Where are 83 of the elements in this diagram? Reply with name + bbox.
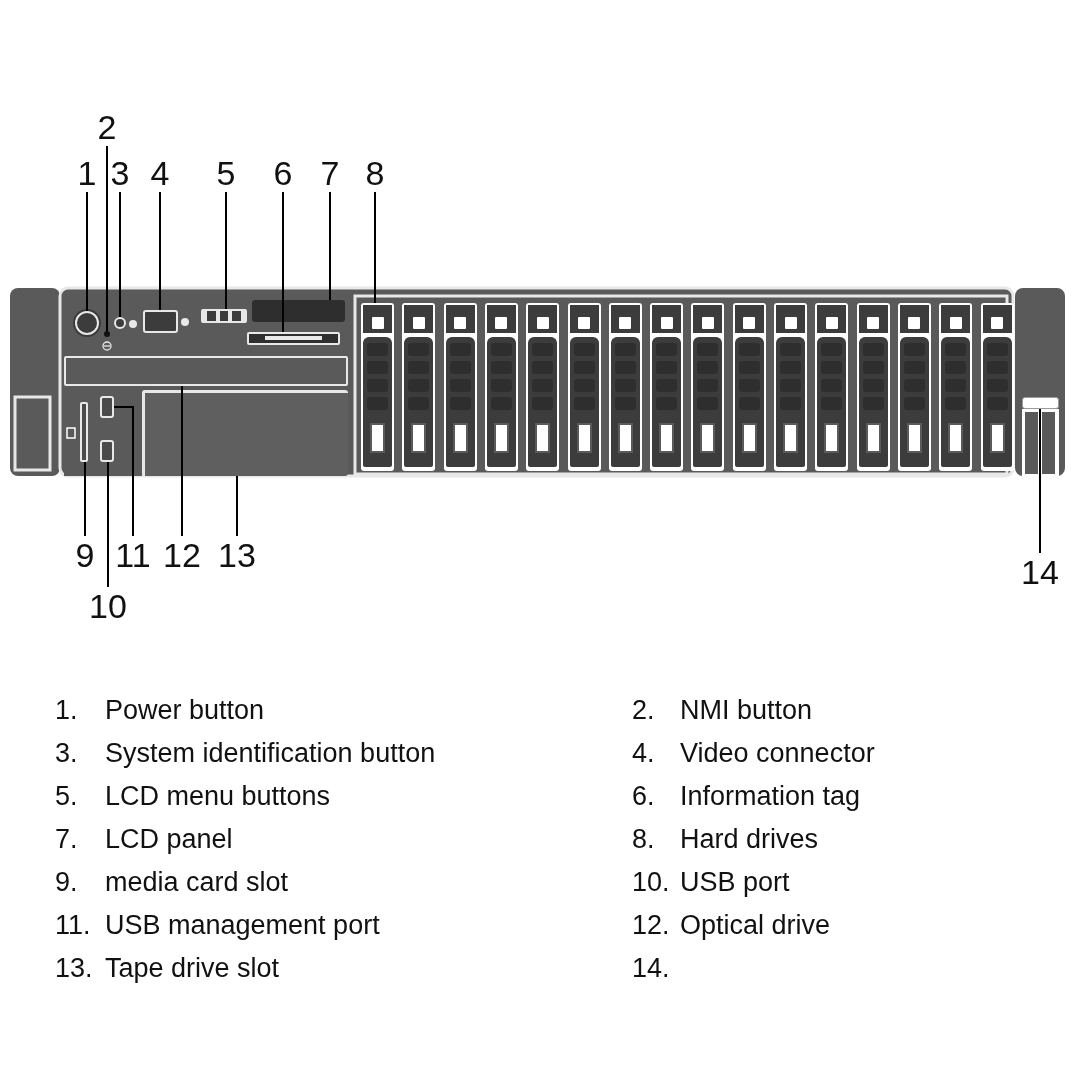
callout-number: 7 — [320, 156, 340, 190]
leader-line — [181, 385, 183, 537]
leader-line — [374, 191, 376, 304]
leader-line — [84, 461, 86, 537]
hard-drive — [897, 303, 931, 471]
part-description: LCD panel — [105, 823, 233, 856]
callout-number: 5 — [216, 156, 236, 190]
hard-drive — [774, 303, 807, 471]
hard-drive — [650, 303, 684, 471]
hard-drive — [939, 303, 973, 471]
list-number: 10. — [632, 866, 670, 899]
part-description: USB port — [680, 866, 790, 899]
callout-number: 8 — [365, 156, 385, 190]
hard-drive — [732, 303, 766, 471]
hard-drive — [361, 303, 394, 471]
list-number: 9. — [55, 866, 78, 899]
lcd-menu-buttons — [201, 309, 247, 323]
callout-number: 10 — [88, 589, 128, 623]
hard-drive — [567, 303, 601, 471]
list-number: 2. — [632, 694, 655, 727]
information-tag — [247, 332, 340, 345]
callout-number: 3 — [110, 156, 130, 190]
list-number: 6. — [632, 780, 655, 813]
list-number: 14. — [632, 952, 670, 985]
leader-line — [236, 475, 238, 537]
leader-line — [1039, 408, 1041, 554]
lcd-panel — [252, 300, 345, 322]
part-description: media card slot — [105, 866, 289, 899]
list-number: 12. — [632, 909, 670, 942]
hard-drive — [402, 303, 436, 471]
part-description: LCD menu buttons — [105, 780, 331, 813]
list-number: 3. — [55, 737, 78, 770]
callout-number: 4 — [150, 156, 170, 190]
callout-number: 13 — [217, 538, 257, 572]
callout-number: 12 — [162, 538, 202, 572]
leader-line — [329, 191, 331, 301]
part-description: Power button — [105, 694, 265, 727]
hard-drive — [815, 303, 849, 471]
callout-number: 14 — [1020, 555, 1060, 589]
leader-line — [113, 406, 134, 537]
callout-number: 2 — [97, 110, 117, 144]
part-description: Information tag — [680, 780, 861, 813]
usb-port — [100, 396, 114, 418]
pull-out-tab — [1022, 397, 1059, 409]
leader-line — [107, 461, 109, 588]
hard-drive — [443, 303, 477, 471]
part-description: NMI button — [680, 694, 813, 727]
part-description: USB management port — [105, 909, 380, 942]
callout-number: 9 — [75, 538, 95, 572]
hard-drive — [526, 303, 560, 471]
list-number: 8. — [632, 823, 655, 856]
leader-line — [225, 191, 227, 310]
part-description: System identification button — [105, 737, 436, 770]
media-card-slot — [80, 402, 88, 462]
leader-line — [282, 191, 284, 333]
list-number: 1. — [55, 694, 78, 727]
part-description: Hard drives — [680, 823, 819, 856]
list-number: 4. — [632, 737, 655, 770]
leader-line — [159, 191, 161, 311]
list-number: 13. — [55, 952, 93, 985]
part-description: Video connector — [680, 737, 875, 770]
callout-number: 1 — [77, 156, 97, 190]
leader-line — [106, 145, 108, 332]
power-button — [75, 311, 99, 335]
callout-number: 11 — [113, 538, 153, 572]
usb-port — [100, 440, 114, 462]
hard-drive — [484, 303, 518, 471]
part-description: Optical drive — [680, 909, 831, 942]
video-connector — [143, 310, 178, 333]
nmi-button — [104, 331, 110, 337]
leader-line — [86, 191, 88, 312]
callout-number: 6 — [273, 156, 293, 190]
hard-drive — [691, 303, 725, 471]
list-number: 5. — [55, 780, 78, 813]
tape-drive-slot — [142, 390, 348, 476]
list-number: 11. — [55, 909, 91, 942]
leader-line — [119, 191, 121, 318]
part-description: Tape drive slot — [105, 952, 280, 985]
list-number: 7. — [55, 823, 78, 856]
hard-drive — [608, 303, 642, 471]
hard-drive — [980, 303, 1014, 471]
optical-drive — [64, 356, 348, 386]
hard-drive — [856, 303, 890, 471]
